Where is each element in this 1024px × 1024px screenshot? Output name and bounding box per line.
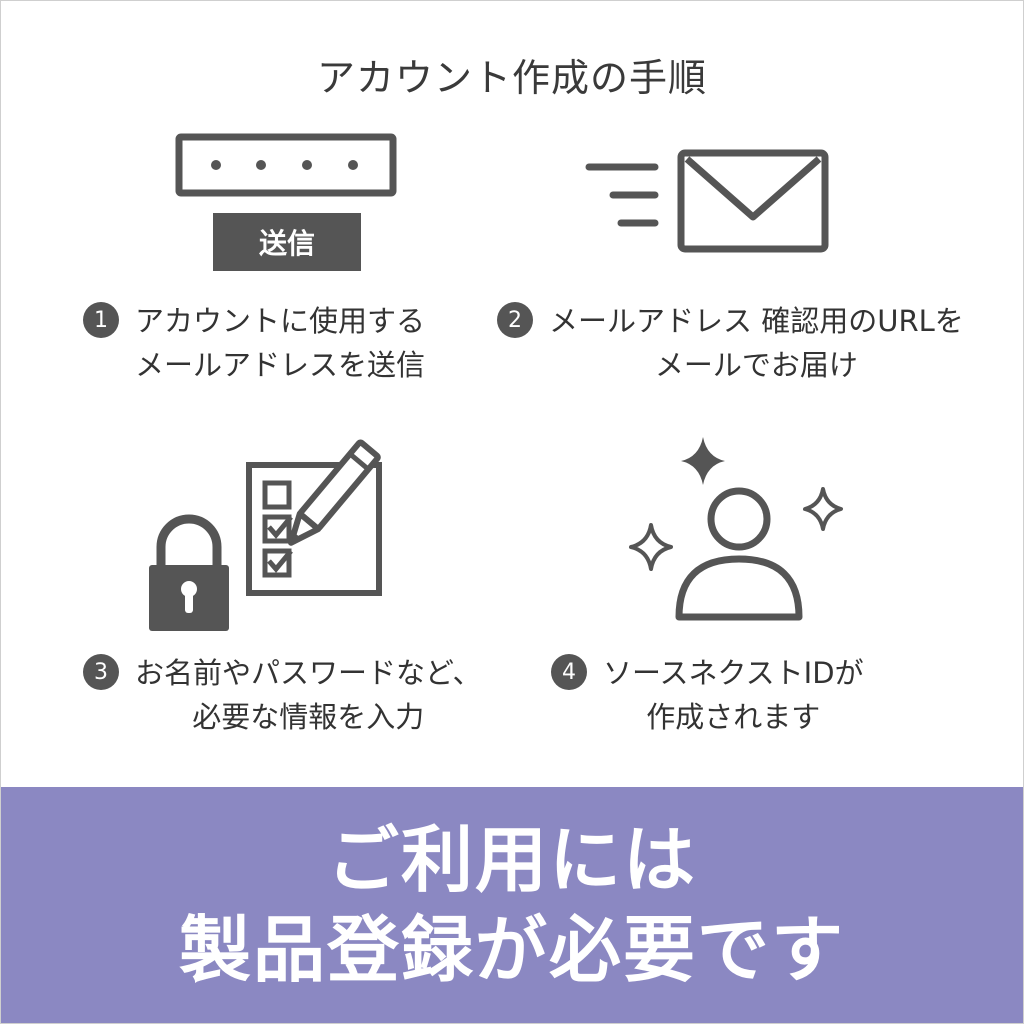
step-2-text: メールアドレス 確認用のURLを メールでお届け bbox=[549, 304, 964, 382]
banner-line-1: ご利用には bbox=[326, 818, 697, 902]
step-3-text: お名前やパスワードなど、 必要な情報を入力 bbox=[135, 656, 482, 734]
checklist-lock-icon bbox=[149, 439, 382, 631]
step-1-text: アカウントに使用する メールアドレスを送信 bbox=[135, 304, 426, 382]
step-2: 2 メールアドレス 確認用のURLを メールでお届け bbox=[497, 299, 964, 387]
step-number-1: 1 bbox=[83, 302, 119, 338]
step-number-2: 2 bbox=[497, 302, 533, 338]
password-field-icon bbox=[175, 133, 397, 197]
mail-icon bbox=[585, 149, 829, 253]
step-4: 4 ソースネクストIDが 作成されます bbox=[551, 651, 864, 739]
step-3: 3 お名前やパスワードなど、 必要な情報を入力 bbox=[83, 651, 482, 739]
step-number-4: 4 bbox=[551, 654, 587, 690]
step-4-text: ソースネクストIDが 作成されます bbox=[603, 656, 864, 734]
page-title: アカウント作成の手順 bbox=[316, 56, 707, 100]
step-number-3: 3 bbox=[83, 654, 119, 690]
registration-banner: ご利用には 製品登録が必要です bbox=[1, 787, 1023, 1023]
step-1: 1 アカウントに使用する メールアドレスを送信 bbox=[83, 299, 425, 387]
banner-line-2: 製品登録が必要です bbox=[178, 908, 845, 992]
user-sparkle-icon bbox=[629, 437, 843, 621]
send-button: 送信 bbox=[213, 213, 361, 271]
